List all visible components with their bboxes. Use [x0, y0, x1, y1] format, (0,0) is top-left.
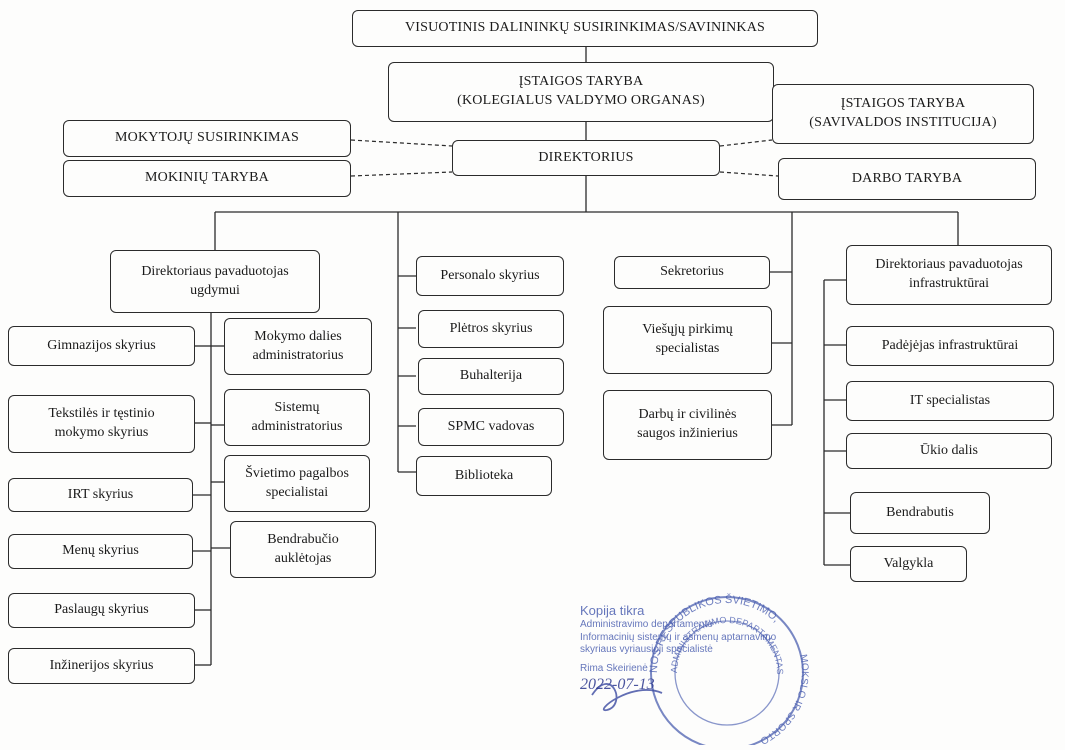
- node-personalo-skyrius: Personalo skyrius: [416, 256, 564, 296]
- stamp-seal: NOS RESPUBLIKOS ŠVIETIMO, ADMINISTRAVIMO…: [591, 593, 810, 750]
- stamp-copy-line: Administravimo departamento: [580, 619, 713, 631]
- node-valgykla: Valgykla: [850, 546, 967, 582]
- stamp-copy-line: skyriaus vyriausioji specialistė: [580, 644, 713, 656]
- node-darbu-civilines: Darbų ir civilinės saugos inžinierius: [603, 390, 772, 460]
- node-visuotinis-susirinkimas: VISUOTINIS DALININKŲ SUSIRINKIMAS/SAVINI…: [352, 10, 818, 47]
- node-menu-skyrius: Menų skyrius: [8, 534, 193, 569]
- node-istaigos-taryba-savivaldos: ĮSTAIGOS TARYBA (SAVIVALDOS INSTITUCIJA): [772, 84, 1034, 144]
- node-padejejas-infrastrukturai: Padėjėjas infrastruktūrai: [846, 326, 1054, 366]
- node-mokymo-dalies-admin: Mokymo dalies administratorius: [224, 318, 372, 375]
- node-sekretorius: Sekretorius: [614, 256, 770, 289]
- node-viesuju-pirkimu: Viešųjų pirkimų specialistas: [603, 306, 772, 374]
- stamp-copy-text: Kopija tikra Administravimo departamento…: [580, 603, 830, 695]
- node-bendrabucio-aukletojas: Bendrabučio auklėtojas: [230, 521, 376, 578]
- node-paslaugu-skyrius: Paslaugų skyrius: [8, 593, 195, 628]
- stamp-copy-line: Kopija tikra: [580, 603, 645, 618]
- node-bendrabutis: Bendrabutis: [850, 492, 990, 534]
- node-pletros-skyrius: Plėtros skyrius: [418, 310, 564, 348]
- official-stamp: NOS RESPUBLIKOS ŠVIETIMO, ADMINISTRAVIMO…: [572, 585, 1032, 750]
- stamp-copy-line: 2022-07-13: [580, 676, 655, 694]
- node-gimnazijos-skyrius: Gimnazijos skyrius: [8, 326, 195, 366]
- node-ukio-dalis: Ūkio dalis: [846, 433, 1052, 469]
- node-buhalterija: Buhalterija: [418, 358, 564, 395]
- stamp-copy-line: Rima Skeirienė: [580, 662, 648, 674]
- node-mokiniu-taryba: MOKINIŲ TARYBA: [63, 160, 351, 197]
- node-tekstiles-skyrius: Tekstilės ir tęstinio mokymo skyrius: [8, 395, 195, 453]
- node-it-specialistas: IT specialistas: [846, 381, 1054, 421]
- node-darbo-taryba: DARBO TARYBA: [778, 158, 1036, 200]
- node-spmc-vadovas: SPMC vadovas: [418, 408, 564, 446]
- node-svietimo-pagalbos: Švietimo pagalbos specialistai: [224, 455, 370, 512]
- node-pavaduotojas-ugdymui: Direktoriaus pavaduotojas ugdymui: [110, 250, 320, 313]
- node-sistemu-admin: Sistemų administratorius: [224, 389, 370, 446]
- node-inzinerijos-skyrius: Inžinerijos skyrius: [8, 648, 195, 684]
- node-istaigos-taryba-kolegialus: ĮSTAIGOS TARYBA (KOLEGIALUS VALDYMO ORGA…: [388, 62, 774, 122]
- node-mokytoju-susirinkimas: MOKYTOJŲ SUSIRINKIMAS: [63, 120, 351, 157]
- node-biblioteka: Biblioteka: [416, 456, 552, 496]
- node-direktorius: DIREKTORIUS: [452, 140, 720, 176]
- node-pavaduotojas-infrastrukturai: Direktoriaus pavaduotojas infrastruktūra…: [846, 245, 1052, 305]
- stamp-copy-line: Informacinių sistemų ir asmenų aptarnavi…: [580, 631, 777, 643]
- node-irt-skyrius: IRT skyrius: [8, 478, 193, 512]
- signature-mark: [591, 683, 663, 711]
